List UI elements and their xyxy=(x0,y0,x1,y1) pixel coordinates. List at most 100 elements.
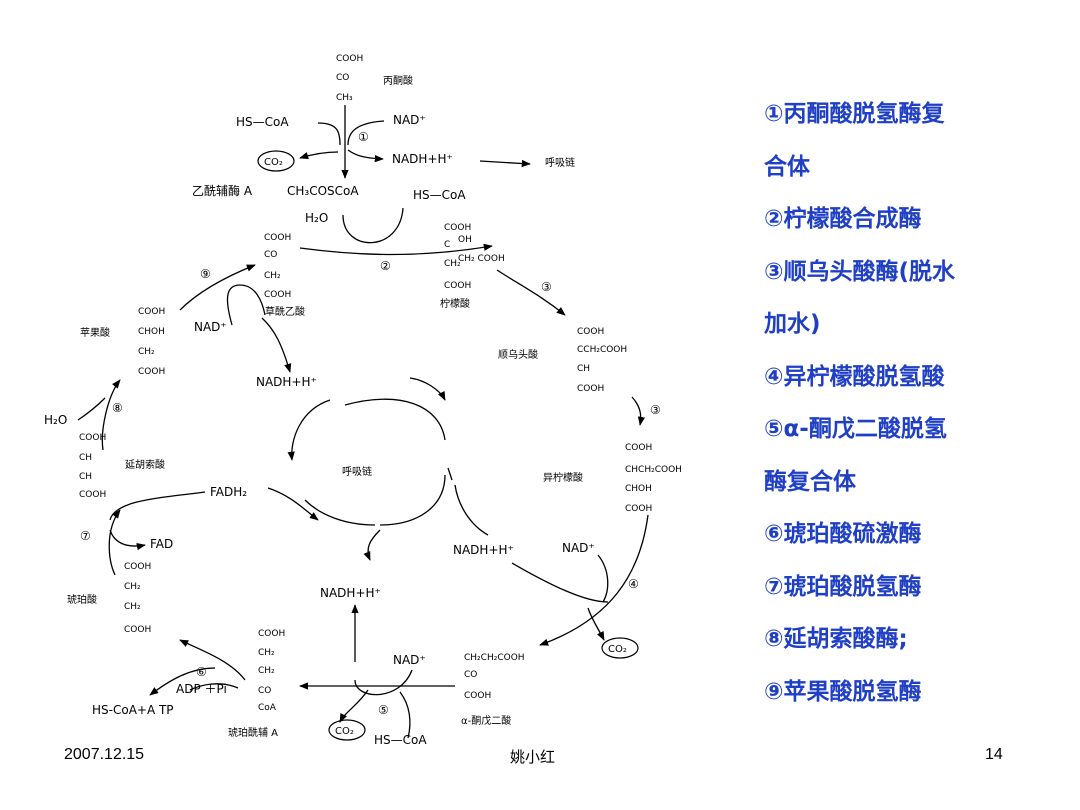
citrate-c1: COOH xyxy=(444,223,471,233)
enzyme-line: ⑨苹果酸脱氢酶 xyxy=(764,678,922,705)
step9-nad: NAD⁺ xyxy=(194,320,227,334)
citrate-c2: C xyxy=(444,240,450,250)
oxaloacetate-c1: COOH xyxy=(264,233,291,243)
step4-nad: NAD⁺ xyxy=(562,541,595,555)
enzyme-line: ④异柠檬酸脱氢酸 xyxy=(764,363,945,390)
step9-nadh: NADH+H⁺ xyxy=(256,375,317,389)
fumarate-name: 延胡索酸 xyxy=(125,458,165,471)
succinyl-coa-c1: COOH xyxy=(258,629,285,639)
fumarate: COOH CH CH COOH 延胡索酸 xyxy=(79,433,165,500)
step5-number: ⑤ xyxy=(378,703,389,717)
step3a-number: ③ xyxy=(541,280,552,294)
succinyl-coa-c2: CH₂ xyxy=(258,648,275,658)
enzyme-line: 加水) xyxy=(764,311,821,337)
isocitrate-c4: COOH xyxy=(625,504,652,514)
step8-h2o: H₂O xyxy=(44,413,67,427)
succinyl-coa-c5: CoA xyxy=(258,703,277,713)
enzyme-line: ③顺乌头酸酶(脱水 xyxy=(764,258,955,285)
step6-adp: ADP ＋Pi xyxy=(176,682,227,696)
enzyme-line: ⑦琥珀酸脱氢酶 xyxy=(764,573,922,600)
malate: COOH CHOH CH₂ COOH 苹果酸 xyxy=(80,307,165,377)
step6-number: ⑥ xyxy=(196,665,207,679)
footer-author: 姚小红 xyxy=(510,749,556,766)
step2-number: ② xyxy=(380,259,391,273)
alpha-ketoglutarate: CH₂CH₂COOH CO COOH α-酮戊二酸 xyxy=(461,653,525,727)
step5-nadh: NADH+H⁺ xyxy=(320,586,381,600)
isocitrate-c3: CHOH xyxy=(625,484,652,494)
step1-co2-circle xyxy=(257,150,295,172)
step5-nad: NAD⁺ xyxy=(393,653,426,667)
fumarate-c2: CH xyxy=(79,453,92,463)
step3b-number: ③ xyxy=(650,403,661,417)
malate-c3: CH₂ xyxy=(138,347,155,357)
citrate-side: CH₂ COOH xyxy=(458,254,505,264)
succinate-c3: CH₂ xyxy=(124,602,141,612)
step1-hs-coa: HS—CoA xyxy=(236,115,289,129)
succinate-name: 琥珀酸 xyxy=(67,593,97,606)
cis-aconitate-c4: COOH xyxy=(577,384,604,394)
step4-co2-circle xyxy=(601,637,639,659)
step8-number: ⑧ xyxy=(112,401,123,415)
cis-aconitate-c3: CH xyxy=(577,364,590,374)
enzyme-line: 合体 xyxy=(764,153,810,180)
succinate-c2: CH₂ xyxy=(124,582,141,592)
step4-number: ④ xyxy=(628,577,639,591)
oxaloacetate-c2: CO xyxy=(264,250,277,260)
citrate-c3: CH₂ xyxy=(444,259,461,269)
pyruvate-c1: COOH xyxy=(336,54,363,64)
pyruvate-c2: CO xyxy=(336,73,349,83)
step1-nadh: NADH+H⁺ xyxy=(392,152,453,166)
step7-fad: FAD xyxy=(150,537,173,551)
enzyme-line: ⑤α-酮戊二酸脱氢 xyxy=(764,416,947,442)
step1-nad: NAD⁺ xyxy=(393,113,426,127)
succinyl-coa-c4: CO xyxy=(258,686,271,696)
enzyme-line: ①丙酮酸脱氢酶复 xyxy=(764,101,945,127)
malate-c2: CHOH xyxy=(138,327,165,337)
isocitrate-c2: CHCH₂COOH xyxy=(625,465,682,475)
step1-number: ① xyxy=(358,130,369,144)
step2-h2o: H₂O xyxy=(305,211,328,225)
succinate: COOH CH₂ CH₂ COOH 琥珀酸 xyxy=(67,562,151,635)
step2-hs-coa: HS—CoA xyxy=(413,188,466,202)
cis-aconitate-c2: CCH₂COOH xyxy=(577,345,627,355)
oxaloacetate-c3: CH₂ xyxy=(264,271,281,281)
enzyme-line: 酶复合体 xyxy=(764,468,856,495)
succinyl-coa-name: 琥珀酰辅 A xyxy=(228,726,278,739)
oxaloacetate: COOH CO CH₂ COOH 草酰乙酸 xyxy=(264,233,305,318)
malate-c4: COOH xyxy=(138,367,165,377)
citrate: COOH C CH₂ COOH OH CH₂ COOH 柠檬酸 xyxy=(440,223,505,310)
malate-name: 苹果酸 xyxy=(80,326,110,339)
page-number: 14 xyxy=(985,746,1003,763)
cis-aconitate-name: 顺乌头酸 xyxy=(498,348,538,361)
fumarate-c4: COOH xyxy=(79,490,106,500)
step4-co2: CO₂ xyxy=(608,644,627,655)
center-resp-chain: 呼吸链 xyxy=(342,465,372,478)
citrate-oh: OH xyxy=(458,235,472,245)
acetyl-coa-name: 乙酰辅酶 A xyxy=(192,183,253,198)
cis-aconitate: COOH CCH₂COOH CH COOH 顺乌头酸 xyxy=(498,327,627,394)
alpha-kg-c2: CO xyxy=(464,670,477,680)
step5-co2-circle xyxy=(328,719,366,741)
pyruvate-c3: CH₃ xyxy=(336,93,353,103)
succinate-c4: COOH xyxy=(124,625,151,635)
fumarate-c3: CH xyxy=(79,472,92,482)
step7-number: ⑦ xyxy=(80,529,91,543)
footer-date: 2007.12.15 xyxy=(64,746,145,763)
step6-hs-coa-atp: HS-CoA+A TP xyxy=(92,703,174,717)
isocitrate: COOH CHCH₂COOH CHOH COOH 异柠檬酸 xyxy=(543,443,682,514)
step1-resp-chain: 呼吸链 xyxy=(545,156,575,169)
alpha-kg-name: α-酮戊二酸 xyxy=(461,714,511,727)
alpha-kg-c1: CH₂CH₂COOH xyxy=(464,653,525,663)
oxaloacetate-name: 草酰乙酸 xyxy=(265,305,305,318)
isocitrate-name: 异柠檬酸 xyxy=(543,471,583,484)
enzyme-line: ②柠檬酸合成酶 xyxy=(764,206,922,232)
acetyl-coa-formula: CH₃COSCoA xyxy=(287,184,359,198)
enzyme-line: ⑥琥珀酸硫激酶 xyxy=(764,521,922,547)
citrate-c4: COOH xyxy=(444,281,471,291)
step1-co2: CO₂ xyxy=(264,157,283,168)
enzyme-list: ①丙酮酸脱氢酶复 合体 ②柠檬酸合成酶 ③顺乌头酸酶(脱水 加水) ④异柠檬酸脱… xyxy=(764,88,1064,718)
step9-number: ⑨ xyxy=(200,267,211,281)
isocitrate-c1: COOH xyxy=(625,443,652,453)
succinyl-coa: COOH CH₂ CH₂ CO CoA 琥珀酰辅 A xyxy=(228,629,285,739)
